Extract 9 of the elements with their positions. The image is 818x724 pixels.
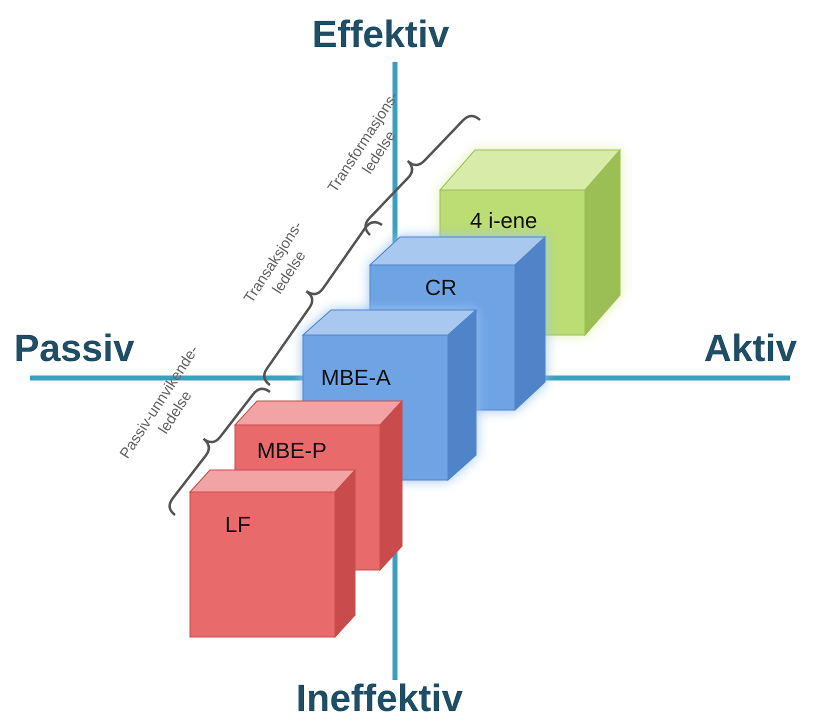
axis-label: Effektiv [312,16,450,54]
cube-label: MBE-P [257,440,327,462]
axis-label: Aktiv [704,330,797,368]
cube-label: LF [225,514,251,536]
cube-label: CR [425,277,457,299]
cube-label: MBE-A [321,367,391,389]
cube-label: 4 i-ene [470,210,538,232]
axis-label: Ineffektiv [296,680,463,718]
cube [190,470,355,637]
